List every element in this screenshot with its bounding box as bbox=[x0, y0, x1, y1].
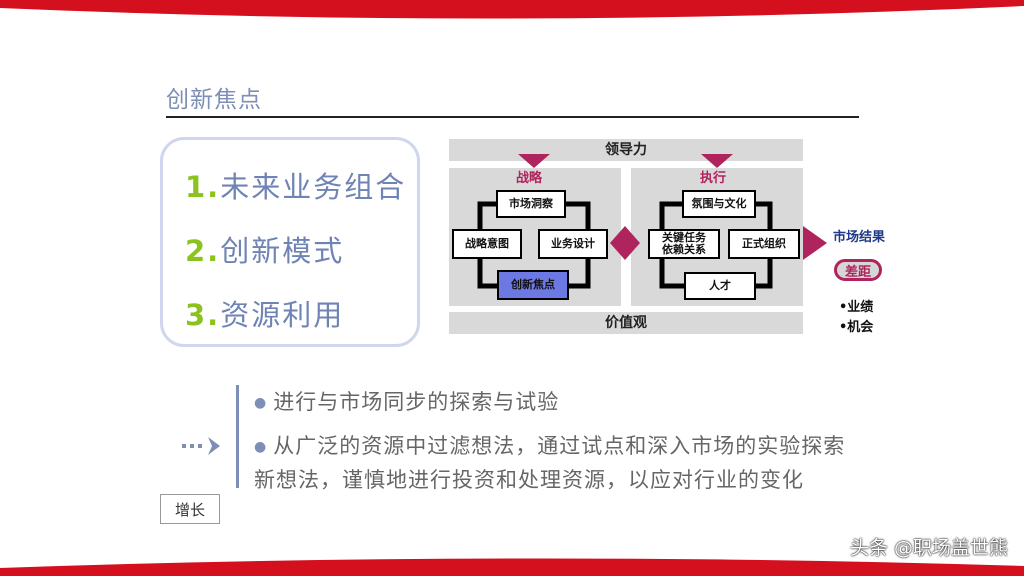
node-talent: 人才 bbox=[684, 272, 756, 300]
execution-label: 执行 bbox=[700, 171, 727, 186]
execution-arrow-icon bbox=[701, 154, 733, 168]
strategy-label: 战略 bbox=[516, 171, 543, 186]
leadership-band: 领导力 bbox=[449, 139, 803, 161]
focus-item-number: 3. bbox=[185, 298, 221, 332]
bullet-dot-icon: ● bbox=[254, 394, 268, 411]
focus-item: 2.创新模式 bbox=[185, 228, 344, 270]
focus-item-text: 未来业务组合 bbox=[220, 170, 407, 204]
focus-item: 1.未来业务组合 bbox=[185, 164, 406, 206]
result-item-performance: •业绩 bbox=[839, 300, 874, 315]
diamond-connector-icon bbox=[610, 226, 640, 260]
focus-list-box: 1.未来业务组合 2.创新模式 3.资源利用 bbox=[160, 137, 420, 347]
title-divider bbox=[166, 116, 859, 118]
result-item-opportunity: •机会 bbox=[839, 320, 874, 335]
growth-label: 增长 bbox=[160, 494, 220, 524]
node-strategic-intent: 战略意图 bbox=[452, 229, 522, 259]
values-band: 价值观 bbox=[449, 312, 803, 334]
focus-item-text: 创新模式 bbox=[220, 234, 345, 268]
bullet-text: 进行与市场同步的探索与试验 bbox=[273, 390, 560, 414]
node-climate-culture: 氛围与文化 bbox=[682, 190, 756, 218]
gap-badge: 差距 bbox=[834, 259, 882, 281]
bullet-text: 从广泛的资源中过滤想法，通过试点和深入市场的实验探索新想法，谨慎地进行投资和处理… bbox=[254, 434, 846, 492]
strategy-arrow-icon bbox=[518, 154, 550, 168]
dotted-arrow-icon bbox=[182, 437, 220, 455]
bullet-dot-icon: ● bbox=[254, 438, 268, 455]
node-innovation-focus: 创新焦点 bbox=[497, 270, 569, 300]
watermark: 头条 @职场盖世熊 bbox=[849, 537, 1008, 559]
market-result-title: 市场结果 bbox=[833, 230, 886, 245]
focus-item-number: 1. bbox=[185, 170, 221, 204]
top-red-swoosh bbox=[0, 0, 1024, 19]
focus-item-number: 2. bbox=[185, 234, 221, 268]
bullet-divider bbox=[236, 385, 239, 488]
node-business-design: 业务设计 bbox=[538, 229, 608, 259]
bullet-item: ● 进行与市场同步的探索与试验 bbox=[254, 386, 854, 420]
bottom-red-swoosh bbox=[0, 558, 1024, 576]
focus-item: 3.资源利用 bbox=[185, 292, 344, 334]
focus-item-text: 资源利用 bbox=[220, 298, 345, 332]
bullet-item: ●从广泛的资源中过滤想法，通过试点和深入市场的实验探索新想法，谨慎地进行投资和处… bbox=[254, 430, 864, 497]
page-title: 创新焦点 bbox=[166, 87, 262, 113]
node-market-insight: 市场洞察 bbox=[496, 190, 566, 218]
node-critical-tasks: 关键任务 依赖关系 bbox=[648, 229, 720, 259]
node-formal-org: 正式组织 bbox=[728, 229, 800, 259]
result-arrow-icon bbox=[803, 226, 827, 260]
